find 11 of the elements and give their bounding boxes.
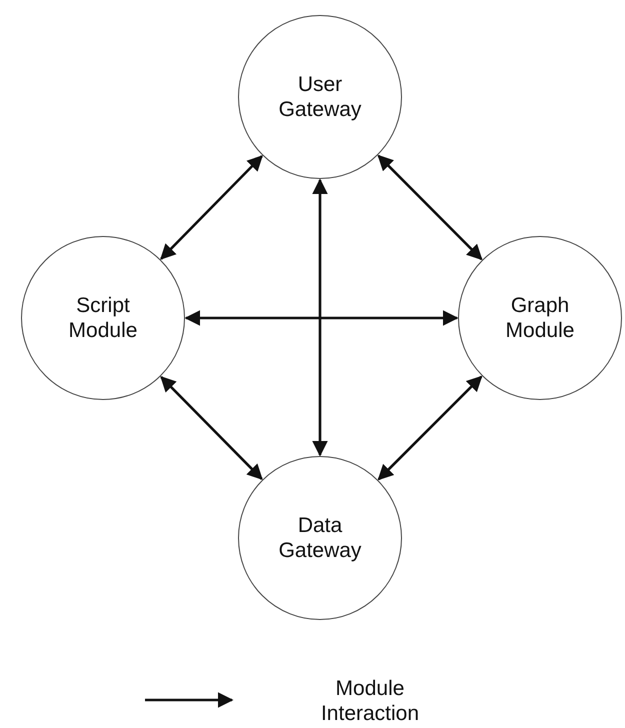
module-name: Graph Module — [504, 292, 576, 344]
double-headed-arrow — [377, 154, 483, 260]
double-headed-arrow — [160, 155, 263, 260]
double-headed-arrow — [184, 310, 459, 326]
double-headed-arrow — [378, 376, 482, 480]
module-name: Script Module — [68, 292, 138, 344]
module-name: Data Gateway — [278, 512, 362, 564]
legend-text: Module Interaction — [320, 676, 420, 726]
double-headed-arrow — [312, 178, 328, 457]
module-name: User Gateway — [278, 72, 362, 122]
double-headed-arrow — [160, 376, 263, 480]
